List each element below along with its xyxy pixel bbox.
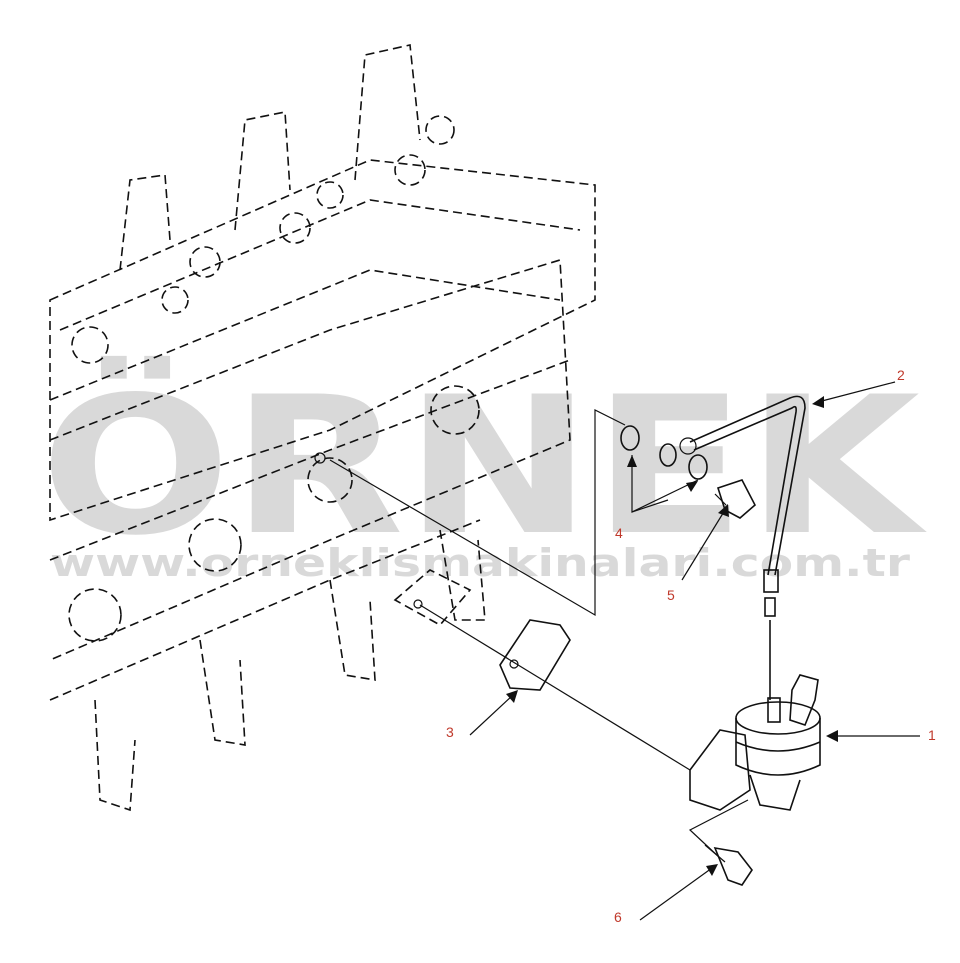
assembly-lines: [329, 409, 749, 859]
engine-block: [49, 44, 596, 812]
leader-lines: [469, 381, 920, 921]
callout-6: 6: [614, 909, 622, 925]
callout-2: 2: [897, 367, 905, 383]
washers: [620, 425, 708, 480]
banjo-bolt: [714, 479, 757, 519]
callout-4: 4: [615, 525, 623, 541]
callout-5: 5: [667, 587, 675, 603]
gasket: [499, 619, 571, 691]
callouts: 1 2 3 4 5 6: [446, 367, 936, 925]
fuel-line: [679, 395, 806, 617]
callout-1: 1: [928, 727, 936, 743]
fuel-pump: [689, 620, 821, 811]
callout-3: 3: [446, 724, 454, 740]
